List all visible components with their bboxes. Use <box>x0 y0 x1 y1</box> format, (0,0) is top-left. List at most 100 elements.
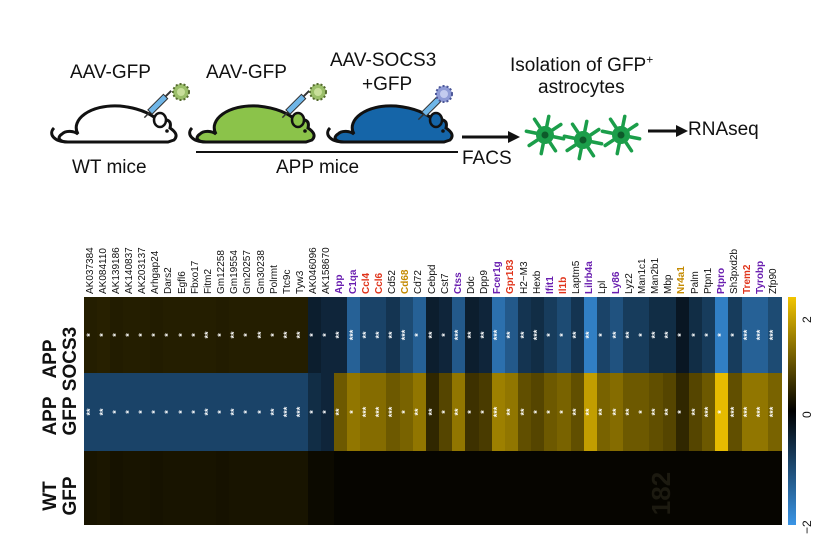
heatmap-cell <box>531 373 545 451</box>
heatmap-cell <box>215 451 230 525</box>
gene-label: Tyrobp <box>755 260 767 294</box>
heatmap-cell <box>360 297 374 373</box>
heatmap-cell <box>662 373 677 451</box>
heatmap-cell <box>110 451 125 525</box>
gene-label: Ctss <box>452 272 464 294</box>
significance-mark: *** <box>347 329 358 341</box>
heatmap-cell <box>531 297 545 373</box>
significance-mark: * <box>676 410 687 414</box>
significance-mark: *** <box>360 406 371 418</box>
significance-mark: * <box>321 410 332 414</box>
heatmap-cell <box>425 373 440 451</box>
heatmap-cell <box>439 451 453 525</box>
heatmap-cell <box>728 373 743 451</box>
significance-mark: * <box>400 410 411 414</box>
heatmap-cell <box>702 373 716 451</box>
heatmap-cell <box>123 373 138 451</box>
significance-mark: * <box>110 410 121 414</box>
heatmap-cell <box>360 373 374 451</box>
heatmap-cell <box>675 373 690 451</box>
significance-mark: ** <box>610 331 621 339</box>
heatmap-cell <box>767 297 782 373</box>
significance-mark: * <box>124 410 135 414</box>
heatmap-cell <box>176 451 190 525</box>
heatmap-cell <box>281 373 295 451</box>
significance-mark: ** <box>97 408 108 416</box>
significance-mark: *** <box>387 406 398 418</box>
heatmap-cell <box>84 373 98 451</box>
gene-label: App <box>334 274 346 294</box>
heatmap-cell <box>294 297 309 373</box>
heatmap-cell <box>189 451 203 525</box>
heatmap-cell <box>202 297 217 373</box>
heatmap-cell <box>307 297 322 373</box>
significance-mark: ** <box>571 408 582 416</box>
significance-mark: *** <box>755 406 766 418</box>
heatmap-cell <box>412 451 427 525</box>
significance-mark: ** <box>505 408 516 416</box>
heatmap-cell <box>439 297 453 373</box>
colorbar-tick-max: 2 <box>800 316 814 323</box>
heatmap-cell <box>254 297 269 373</box>
significance-mark: *** <box>768 329 779 341</box>
significance-mark: *** <box>728 406 739 418</box>
heatmap-cell <box>728 451 743 525</box>
significance-mark: ** <box>623 331 634 339</box>
heatmap-cell <box>570 297 585 373</box>
significance-mark: * <box>308 333 319 337</box>
gene-label: Man2b1 <box>650 257 662 294</box>
heatmap-cell <box>741 373 756 451</box>
gene-label: AK084110 <box>97 248 109 294</box>
heatmap-cell <box>715 297 729 373</box>
heatmap-cell <box>149 451 164 525</box>
gene-label: Ptpn1 <box>702 267 714 294</box>
gene-label: Ccl4 <box>360 272 372 294</box>
heatmap-cell <box>162 373 177 451</box>
gene-label: Lyz2 <box>623 273 635 294</box>
heatmap-cell <box>544 451 559 525</box>
significance-mark: ** <box>465 331 476 339</box>
heatmap-cell <box>399 373 414 451</box>
gene-label: C1qa <box>347 269 359 294</box>
heatmap-cell <box>465 451 480 525</box>
colorbar-tick-zero: 0 <box>800 411 814 418</box>
socs3-label-line1: AAV-SOCS3 <box>330 50 437 71</box>
heatmap-cell <box>583 297 598 373</box>
heatmap-cell <box>425 297 440 373</box>
heatmap-cell <box>136 373 151 451</box>
significance-mark: * <box>242 410 253 414</box>
heatmap-cell <box>636 297 651 373</box>
heatmap-cell <box>636 451 651 525</box>
heatmap-cell <box>149 373 164 451</box>
heatmap-cell <box>241 373 256 451</box>
heatmap-cell <box>610 297 624 373</box>
heatmap-cell <box>754 451 769 525</box>
heatmap-cell <box>386 451 401 525</box>
heatmap-cell <box>347 297 361 373</box>
heatmap-cell <box>610 373 624 451</box>
heatmap-cell <box>254 373 269 451</box>
schematic <box>50 83 688 161</box>
significance-mark: * <box>558 333 568 337</box>
heatmap-cell <box>688 297 703 373</box>
heatmap-cell <box>504 373 519 451</box>
gene-label: Palm <box>689 271 701 294</box>
significance-mark: ** <box>255 331 266 339</box>
heatmap-cell <box>281 451 295 525</box>
significance-mark: * <box>163 333 174 337</box>
heatmap-cell <box>268 297 282 373</box>
heatmap-cell <box>570 451 585 525</box>
rnaseq-label: RNAseq <box>688 119 759 140</box>
heatmap-cell <box>452 297 466 373</box>
significance-mark: *** <box>492 329 503 341</box>
significance-mark: *** <box>452 329 463 341</box>
heatmap-cell <box>320 373 335 451</box>
significance-mark: *** <box>492 406 503 418</box>
significance-mark: ** <box>360 331 371 339</box>
heatmap-cell <box>478 451 493 525</box>
significance-mark: * <box>150 410 161 414</box>
significance-mark: *** <box>281 406 292 418</box>
significance-mark: *** <box>742 329 753 341</box>
